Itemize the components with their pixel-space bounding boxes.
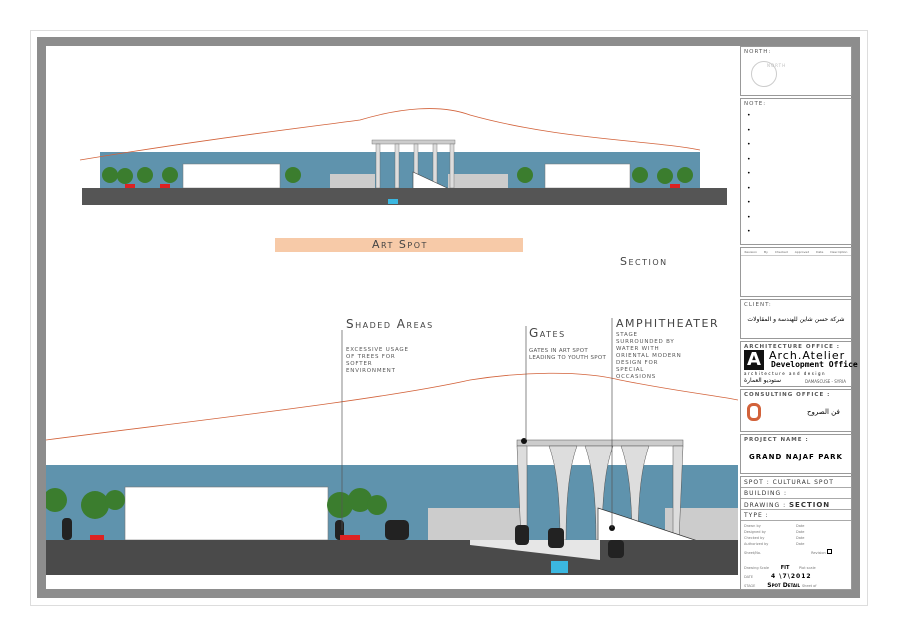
north-arrow-icon: [751, 61, 777, 87]
north-panel: NORTH: NORTH: [740, 46, 852, 96]
gates-text: Gates in Art SpotLeading to Youth Spot: [529, 348, 607, 361]
arch-logo: A: [744, 350, 764, 370]
drawing-info-panel: SPOT : Cultural Spot BUILDING : DRAWING …: [740, 476, 852, 590]
amphitheater-title: Amphitheater: [616, 317, 720, 330]
bottom-section: [46, 318, 738, 575]
consulting-logo: [747, 403, 761, 421]
art-spot-bar: [275, 238, 523, 252]
drawing-area: [46, 108, 738, 575]
section-label: Section: [620, 255, 668, 268]
client-panel: CLIENT: شركة حسن شاين للهندسة و المقاولا…: [740, 299, 852, 339]
shaded-areas-title: Shaded Areas: [346, 317, 434, 331]
project-panel: PROJECT NAME : GRAND NAJAF PARK: [740, 434, 852, 474]
consulting-office-panel: CONSULTING OFFICE : فن الصروح: [740, 389, 852, 432]
notes-panel: NOTE: •••••••••: [740, 98, 852, 245]
shaded-areas-text: Excessive Usageof trees forSofterEnviron…: [346, 347, 409, 374]
top-elevation: [79, 108, 727, 205]
art-spot-label: Art Spot: [372, 238, 428, 251]
amphitheater-text: Stagesurrounded bywater withoriental mod…: [616, 332, 682, 380]
gates-title: Gates: [529, 326, 566, 340]
architecture-office-panel: ARCHITECTURE OFFICE : A Arch.Atelier Dev…: [740, 341, 858, 387]
